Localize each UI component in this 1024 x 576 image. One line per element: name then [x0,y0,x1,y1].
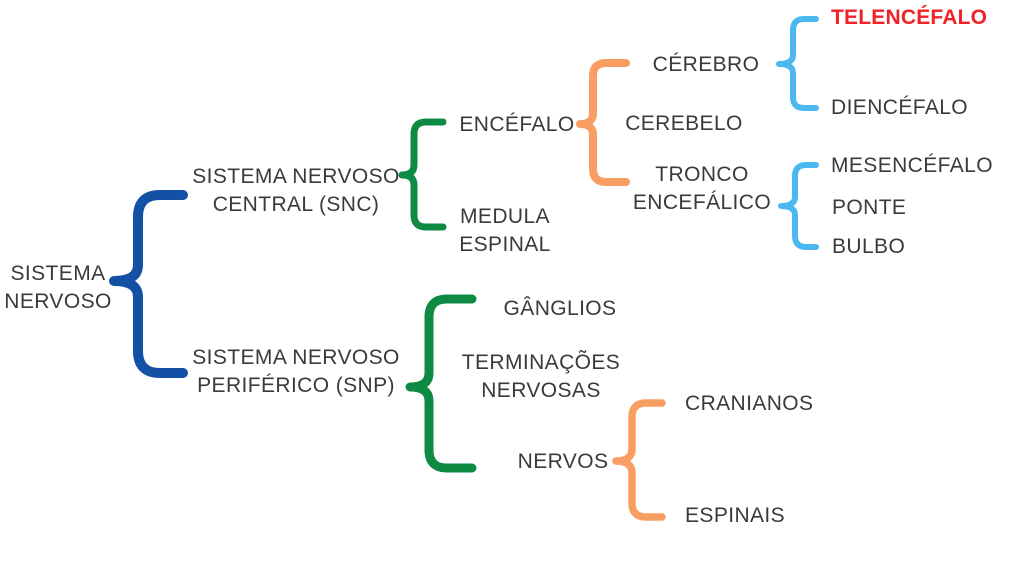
node-nervos: NERVOS [517,450,609,473]
node-encefalo: ENCÉFALO [459,113,575,136]
cerebro-brace [776,16,819,111]
snc-brace [398,118,447,231]
encefalo-brace [576,59,630,186]
node-sistema-nervoso-periferico: SISTEMA NERVOSO PERIFÉRICO (SNP) [192,346,400,397]
nervos-brace [612,399,666,521]
node-ganglios: GÂNGLIOS [503,297,617,320]
tronco-encefalico-brace [778,162,819,250]
node-terminacoes-nervosas: TERMINAÇÕES NERVOSAS [461,351,621,402]
node-ponte: PONTE [832,196,907,219]
snp-brace [405,294,477,473]
node-cerebelo: CEREBELO [625,112,743,135]
node-diencefalo: DIENCÉFALO [831,96,969,119]
node-cerebro: CÉREBRO [652,53,760,76]
node-tronco-encefalico: TRONCO ENCEFÁLICO [632,163,772,214]
node-medula-espinal: MEDULA ESPINAL [459,205,551,256]
node-sistema-nervoso: SISTEMA NERVOSO [4,262,112,313]
node-bulbo: BULBO [832,235,906,258]
node-cranianos: CRANIANOS [685,392,814,415]
sistema-nervoso-brace [109,190,188,378]
node-espinais: ESPINAIS [685,504,786,527]
node-telencefalo: TELENCÉFALO [831,6,988,29]
node-mesencefalo: MESENCÉFALO [831,154,993,177]
node-sistema-nervoso-central: SISTEMA NERVOSO CENTRAL (SNC) [192,165,400,216]
